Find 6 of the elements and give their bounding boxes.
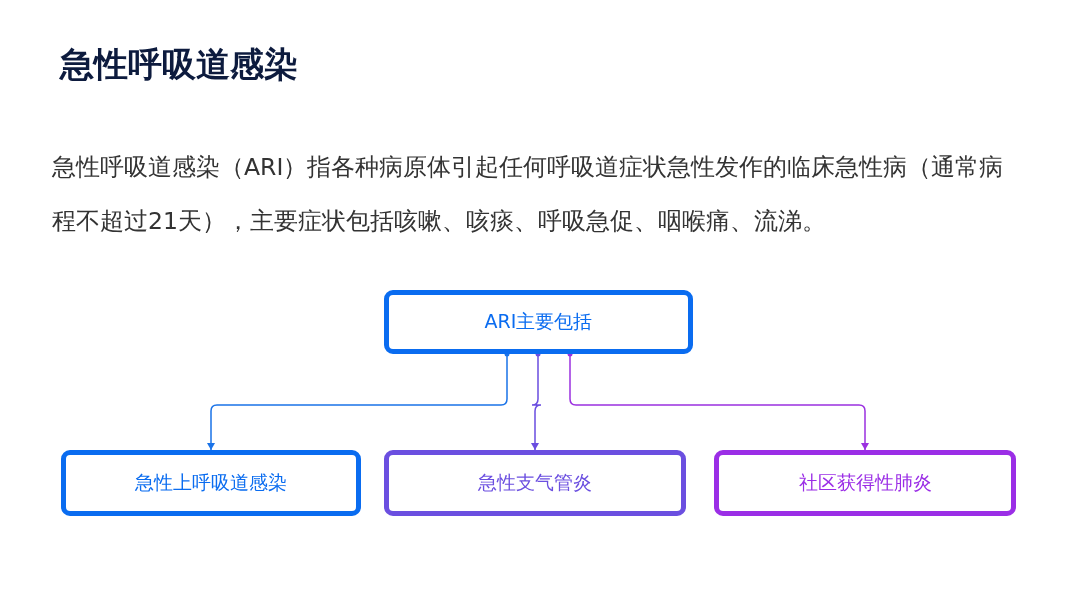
description-paragraph: 急性呼吸道感染（ARI）指各种病原体引起任何呼吸道症状急性发作的临床急性病（通常病程不超过21天），主要症状包括咳嗽、咳痰、呼吸急促、咽喉痛、流涕。 — [52, 152, 1005, 237]
category-box: ARI主要包括 — [384, 290, 693, 354]
category-box: 社区获得性肺炎 — [714, 450, 1016, 516]
slide-title: 急性呼吸道感染 — [60, 43, 298, 86]
category-box: 急性上呼吸道感染 — [61, 450, 361, 516]
category-box: 急性支气管炎 — [384, 450, 686, 516]
